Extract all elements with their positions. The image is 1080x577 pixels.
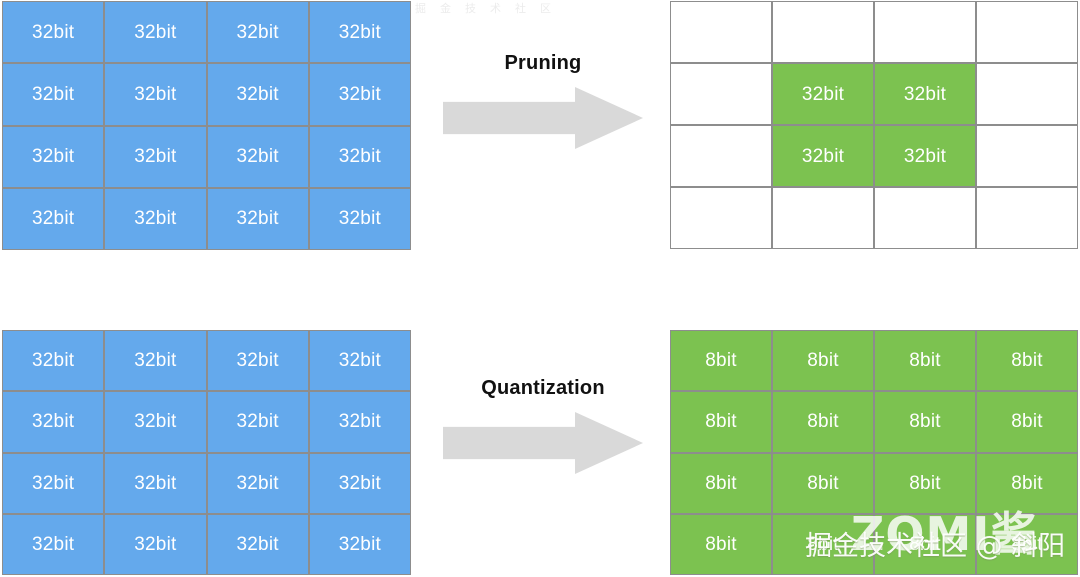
pruning-label: Pruning: [504, 52, 582, 74]
grid-cell: 8bit: [670, 330, 772, 392]
grid-cell: 32bit: [104, 330, 207, 392]
grid-cell: 8bit: [772, 330, 874, 392]
grid-cell: 32bit: [308, 391, 411, 453]
grid-cell: 32bit: [308, 63, 411, 126]
grid-cell: 32bit: [206, 513, 309, 575]
grid-cell: 8bit: [976, 452, 1078, 514]
grid-cell: 8bit: [670, 391, 772, 453]
grid-cell: 32bit: [874, 125, 976, 187]
grid-cell: 32bit: [206, 330, 309, 392]
grid-cell: 32bit: [104, 1, 207, 64]
grid-cell: 32bit: [874, 63, 976, 125]
grid-cell: [976, 63, 1078, 125]
pruning-arrow-group: Pruning: [428, 52, 658, 149]
grid-cell: 8bit: [874, 330, 976, 392]
grid-cell: 8bit: [772, 452, 874, 514]
grid-cell: [772, 187, 874, 249]
grid-cell: 32bit: [104, 63, 207, 126]
right-block-arrow-icon: [443, 412, 643, 474]
grid-cell: [670, 125, 772, 187]
grid-cell: [874, 1, 976, 63]
grid-cell: 8bit: [976, 513, 1078, 575]
grid-cell: 32bit: [2, 1, 105, 64]
grid-cell: 32bit: [308, 330, 411, 392]
grid-cell: 8bit: [874, 452, 976, 514]
grid-cell: [874, 187, 976, 249]
grid-cell: [976, 125, 1078, 187]
grid-cell: [670, 187, 772, 249]
grid-cell: 32bit: [104, 513, 207, 575]
grid-cell: 32bit: [206, 1, 309, 64]
grid-cell: 32bit: [2, 125, 105, 188]
grid-cell: 8bit: [874, 513, 976, 575]
grid-cell: 8bit: [976, 330, 1078, 392]
grid-cell: 32bit: [2, 187, 105, 250]
grid-cell: 32bit: [2, 452, 105, 514]
grid-cell: 32bit: [206, 452, 309, 514]
grid-cell: [670, 63, 772, 125]
grid-cell: 32bit: [206, 187, 309, 250]
grid-cell: 32bit: [206, 63, 309, 126]
quantization-label: Quantization: [481, 377, 605, 399]
grid-cell: 32bit: [308, 513, 411, 575]
grid-cell: 32bit: [104, 125, 207, 188]
grid-cell: 8bit: [772, 391, 874, 453]
grid-cell: 8bit: [976, 391, 1078, 453]
right-block-arrow-icon: [443, 87, 643, 149]
grid-cell: 32bit: [2, 63, 105, 126]
grid-cell: 8bit: [772, 513, 874, 575]
quantization-arrow-group: Quantization: [428, 377, 658, 474]
grid-cell: 8bit: [874, 391, 976, 453]
grid-cell: 32bit: [308, 1, 411, 64]
grid-cell: 32bit: [2, 330, 105, 392]
grid-cell: [976, 187, 1078, 249]
grid-cell: 32bit: [206, 125, 309, 188]
grid-cell: 32bit: [308, 452, 411, 514]
grid-cell: 32bit: [104, 391, 207, 453]
grid-cell: 32bit: [206, 391, 309, 453]
grid-cell: 32bit: [2, 391, 105, 453]
grid-cell: 32bit: [772, 63, 874, 125]
grid-cell: 32bit: [2, 513, 105, 575]
grid-cell: 32bit: [104, 187, 207, 250]
grid-cell: 32bit: [308, 125, 411, 188]
grid-cell: 8bit: [670, 513, 772, 575]
grid-cell: [670, 1, 772, 63]
grid-cell: 32bit: [104, 452, 207, 514]
grid-cell: 8bit: [670, 452, 772, 514]
grid-cell: [976, 1, 1078, 63]
grid-cell: [772, 1, 874, 63]
grid-cell: 32bit: [308, 187, 411, 250]
grid-cell: 32bit: [772, 125, 874, 187]
